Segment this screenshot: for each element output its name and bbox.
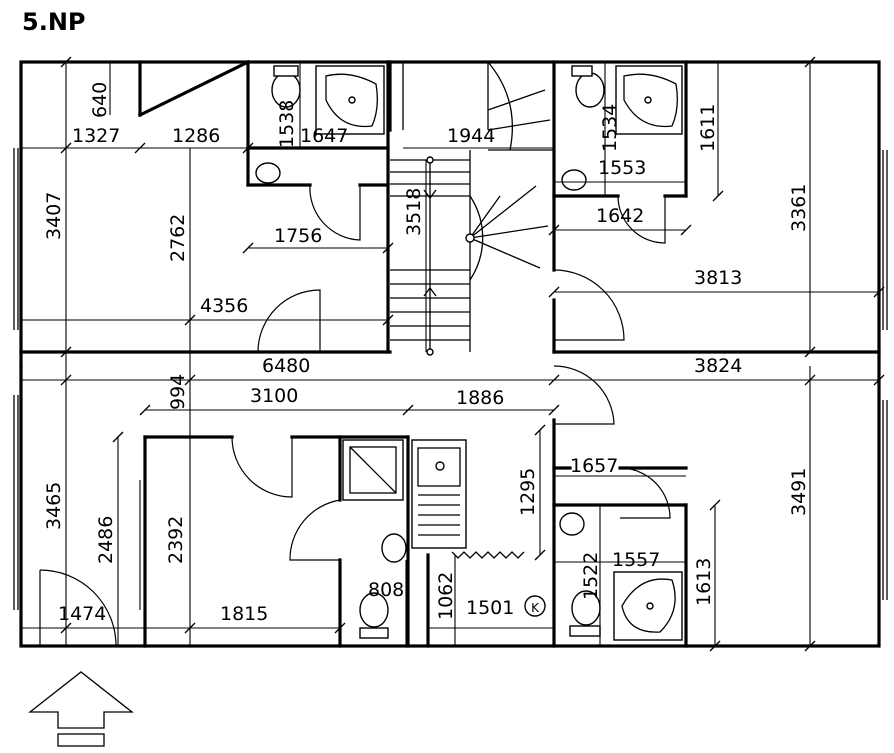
boiler-symbol (524, 595, 546, 617)
dim-3824: 3824 (694, 355, 742, 377)
dim-1062: 1062 (435, 572, 457, 620)
boiler-label: K (531, 601, 540, 615)
dim-1557: 1557 (612, 549, 660, 571)
dim-640: 640 (89, 82, 111, 118)
dim-1474: 1474 (58, 603, 106, 625)
dim-3361: 3361 (788, 184, 810, 232)
dim-1657: 1657 (570, 455, 618, 477)
dim-3491: 3491 (788, 468, 810, 516)
toilet-icon (575, 72, 605, 108)
dim-1501: 1501 (466, 597, 514, 619)
washbasin-icon (381, 533, 407, 563)
dim-994: 994 (167, 374, 189, 410)
washbasin-icon (255, 162, 281, 184)
dim-3100: 3100 (250, 385, 298, 407)
dim-1295: 1295 (517, 468, 539, 516)
dim-1756: 1756 (274, 225, 322, 247)
dim-1613: 1613 (693, 558, 715, 606)
kitchen-sink-icon (411, 439, 467, 549)
entrance-arrow-icon (28, 671, 134, 747)
dim-2762: 2762 (167, 214, 189, 262)
dimension-lines (21, 56, 885, 652)
dim-3465: 3465 (43, 482, 65, 530)
doors (39, 184, 671, 647)
dim-1522: 1522 (580, 552, 602, 600)
dim-1327: 1327 (72, 125, 120, 147)
outer-walls (13, 60, 888, 648)
dim-3813: 3813 (694, 267, 742, 289)
dim-1642: 1642 (596, 205, 644, 227)
dim-1286: 1286 (172, 125, 220, 147)
staircase (390, 61, 554, 356)
washbasin-icon (559, 512, 585, 536)
dim-1611: 1611 (697, 104, 719, 152)
dim-1886: 1886 (456, 387, 504, 409)
fixtures: K (255, 65, 683, 641)
internal-walls (19, 59, 881, 648)
floor-title: 5.NP (22, 8, 86, 36)
dim-808: 808 (368, 579, 404, 601)
dim-3518: 3518 (403, 188, 425, 236)
dim-4356: 4356 (200, 295, 248, 317)
dim-1534: 1534 (599, 104, 621, 152)
dim-2392: 2392 (165, 516, 187, 564)
bathtub-icon (613, 571, 683, 641)
dim-1553: 1553 (598, 157, 646, 179)
dim-1815: 1815 (220, 603, 268, 625)
dim-6480: 6480 (262, 355, 310, 377)
spiral-stair-icon (469, 195, 484, 281)
washbasin-icon (561, 169, 587, 191)
dim-1538: 1538 (276, 100, 298, 148)
dim-1944: 1944 (447, 125, 495, 147)
toilet-icon (359, 592, 389, 628)
dim-1647: 1647 (300, 125, 348, 147)
dim-2486: 2486 (95, 516, 117, 564)
dimension-labels: 640 1327 1286 1538 1647 1944 1534 1611 1… (43, 82, 810, 625)
dim-3407: 3407 (43, 192, 65, 240)
